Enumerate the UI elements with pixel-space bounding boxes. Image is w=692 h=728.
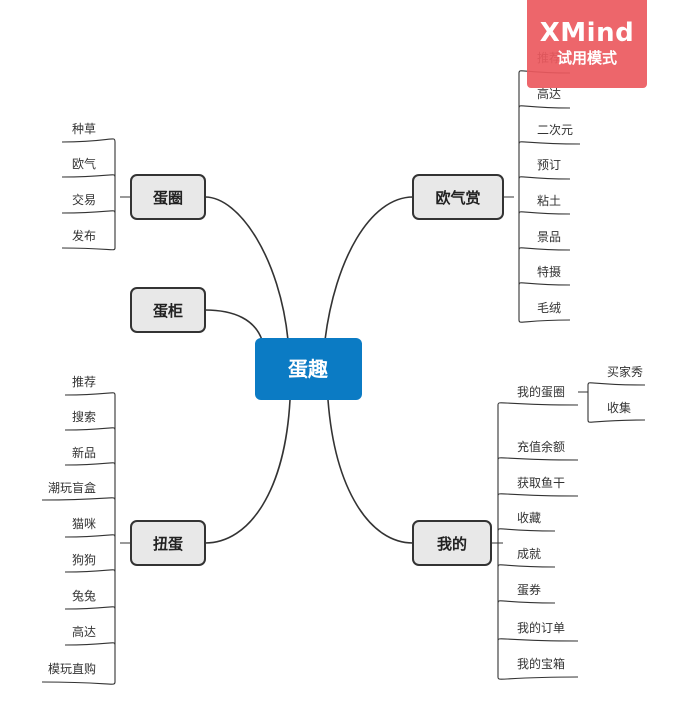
wode-leaf-7[interactable]: 我的订单 [517, 620, 565, 635]
node-danquan-label: 蛋圈 [153, 189, 183, 207]
wode-sub-leaf-2[interactable]: 收集 [607, 400, 631, 415]
wode-leaf-4[interactable]: 收藏 [517, 511, 541, 525]
danquan-leaf-1[interactable]: 种草 [72, 122, 96, 136]
ouqishang-bracket [503, 70, 581, 323]
node-wode-label: 我的 [437, 535, 467, 553]
danquan-leaf-3[interactable]: 交易 [72, 192, 96, 207]
danquan-leaf-2[interactable]: 欧气 [72, 156, 96, 171]
node-niudan[interactable]: 扭蛋 [130, 520, 206, 566]
root-node[interactable]: 蛋趣 [255, 338, 362, 400]
connector-root-niudan [204, 399, 291, 544]
wode-leaf-5[interactable]: 成就 [517, 547, 541, 561]
connector-root-dangui [204, 309, 263, 341]
connector-root-danquan [204, 196, 289, 341]
wode-leaf-1[interactable]: 我的蛋圈 [517, 384, 565, 399]
node-dangui[interactable]: 蛋柜 [130, 287, 206, 333]
wode-leaves: 我的蛋圈 充值余额 获取鱼干 收藏 成就 蛋券 我的订单 我的宝箱 买家秀 收集 [492, 364, 646, 680]
niudan-leaf-3[interactable]: 新品 [72, 445, 96, 460]
wode-bracket [492, 402, 579, 680]
niudan-leaf-4[interactable]: 潮玩盲盒 [48, 480, 96, 495]
niudan-leaf-9[interactable]: 模玩直购 [48, 661, 96, 676]
node-wode[interactable]: 我的 [412, 520, 492, 566]
wode-sub-bracket [578, 382, 646, 423]
wode-sub-leaf-1[interactable]: 买家秀 [607, 364, 643, 379]
ouqishang-leaf-2[interactable]: 高达 [537, 86, 561, 101]
wode-leaf-3[interactable]: 获取鱼干 [517, 476, 565, 490]
danquan-leaf-4[interactable]: 发布 [72, 228, 96, 243]
niudan-leaf-2[interactable]: 搜索 [72, 409, 96, 424]
wode-leaf-2[interactable]: 充值余额 [517, 439, 565, 454]
wode-leaf-8[interactable]: 我的宝箱 [517, 656, 565, 671]
ouqishang-leaves: 推荐 高达 二次元 预订 粘土 景品 特摄 毛绒 [503, 51, 581, 323]
connector-root-ouqishang [324, 196, 414, 341]
ouqishang-leaf-7[interactable]: 特摄 [537, 264, 561, 279]
ouqishang-leaf-4[interactable]: 预订 [537, 158, 561, 172]
root-label: 蛋趣 [288, 357, 329, 381]
ouqishang-leaf-8[interactable]: 毛绒 [537, 301, 561, 315]
node-niudan-label: 扭蛋 [153, 535, 183, 553]
niudan-leaves: 推荐 搜索 新品 潮玩盲盒 猫咪 狗狗 兔兔 高达 模玩直购 [41, 375, 131, 685]
node-dangui-label: 蛋柜 [153, 302, 183, 320]
ouqishang-leaf-5[interactable]: 粘土 [537, 193, 561, 208]
watermark-title: XMind [539, 18, 635, 48]
node-danquan[interactable]: 蛋圈 [130, 174, 206, 220]
niudan-leaf-7[interactable]: 兔兔 [72, 588, 96, 603]
ouqishang-leaf-3[interactable]: 二次元 [537, 123, 573, 137]
ouqishang-leaf-6[interactable]: 景品 [537, 230, 561, 244]
niudan-leaf-6[interactable]: 狗狗 [72, 553, 96, 567]
watermark-subtitle: 试用模式 [556, 49, 617, 67]
niudan-leaf-1[interactable]: 推荐 [72, 375, 96, 389]
xmind-trial-watermark: XMind 试用模式 [527, 0, 647, 88]
danquan-bracket [61, 138, 131, 251]
node-ouqishang[interactable]: 欧气赏 [412, 174, 504, 220]
danquan-leaves: 种草 欧气 交易 发布 [61, 122, 131, 251]
wode-leaf-6[interactable]: 蛋券 [517, 582, 541, 597]
niudan-bracket [41, 392, 131, 685]
niudan-leaf-8[interactable]: 高达 [72, 624, 96, 639]
connector-root-wode [327, 399, 414, 544]
node-ouqishang-label: 欧气赏 [435, 189, 480, 207]
niudan-leaf-5[interactable]: 猫咪 [72, 517, 96, 531]
